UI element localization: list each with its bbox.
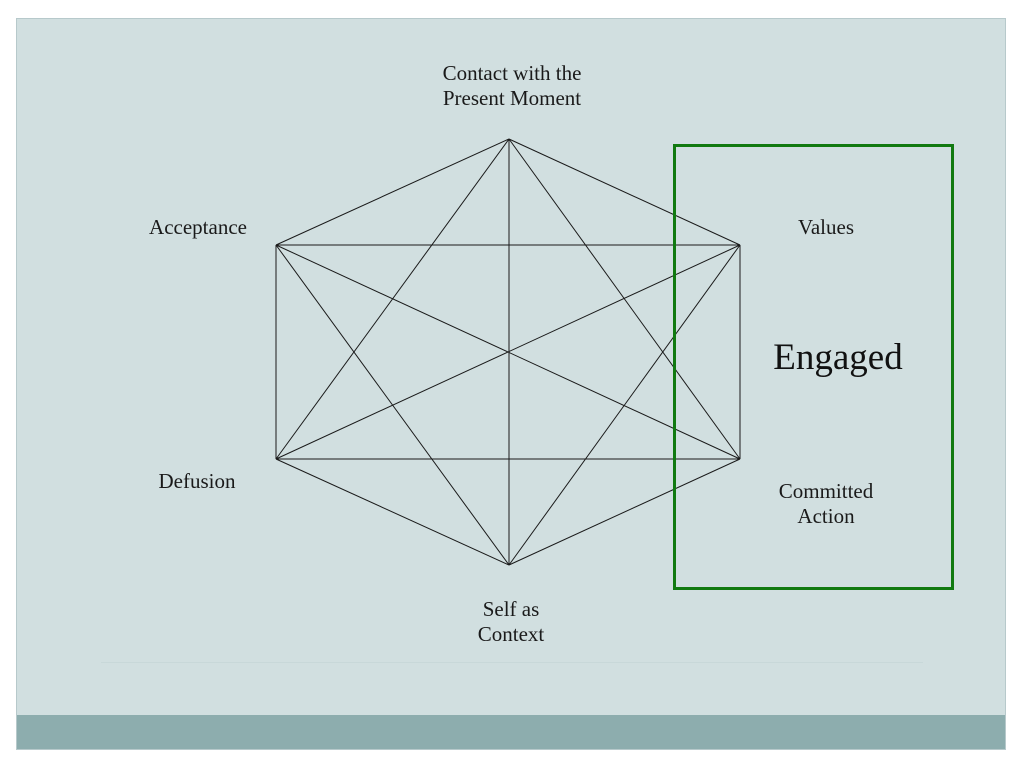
node-label-line: Action (797, 504, 855, 528)
node-label-acceptance: Acceptance (149, 215, 247, 239)
node-label-line: Context (477, 622, 545, 646)
connector-line-top-to-upper-left (275, 138, 510, 246)
node-label-committed-action: Committed Action (756, 479, 896, 529)
connector-line-lower-right-to-bottom (508, 458, 741, 566)
node-label-line: Committed (778, 479, 874, 503)
node-label-line: Self as (482, 597, 540, 621)
node-label-defusion: Defusion (158, 469, 236, 493)
node-label-values: Values (798, 215, 854, 239)
node-label-contact-present-moment: Contact with the Present Moment (402, 61, 622, 111)
connector-line-top-to-upper-right (508, 138, 741, 246)
connector-line-bottom-to-lower-left (275, 458, 510, 566)
node-label-line: Present Moment (442, 86, 582, 110)
connector-line-upper-right-to-bottom (508, 244, 741, 566)
footer-bar (17, 715, 1005, 749)
engaged-label: Engaged (773, 337, 903, 378)
content-panel (101, 19, 923, 663)
node-label-line: Contact with the (442, 61, 582, 85)
connector-line-lower-right-to-upper-left (275, 244, 741, 460)
connector-line-top-to-lower-right (508, 138, 741, 460)
engaged-highlight-box (673, 144, 954, 590)
node-label-self-as-context: Self as Context (451, 597, 571, 647)
connector-line-bottom-to-upper-left (275, 244, 510, 566)
